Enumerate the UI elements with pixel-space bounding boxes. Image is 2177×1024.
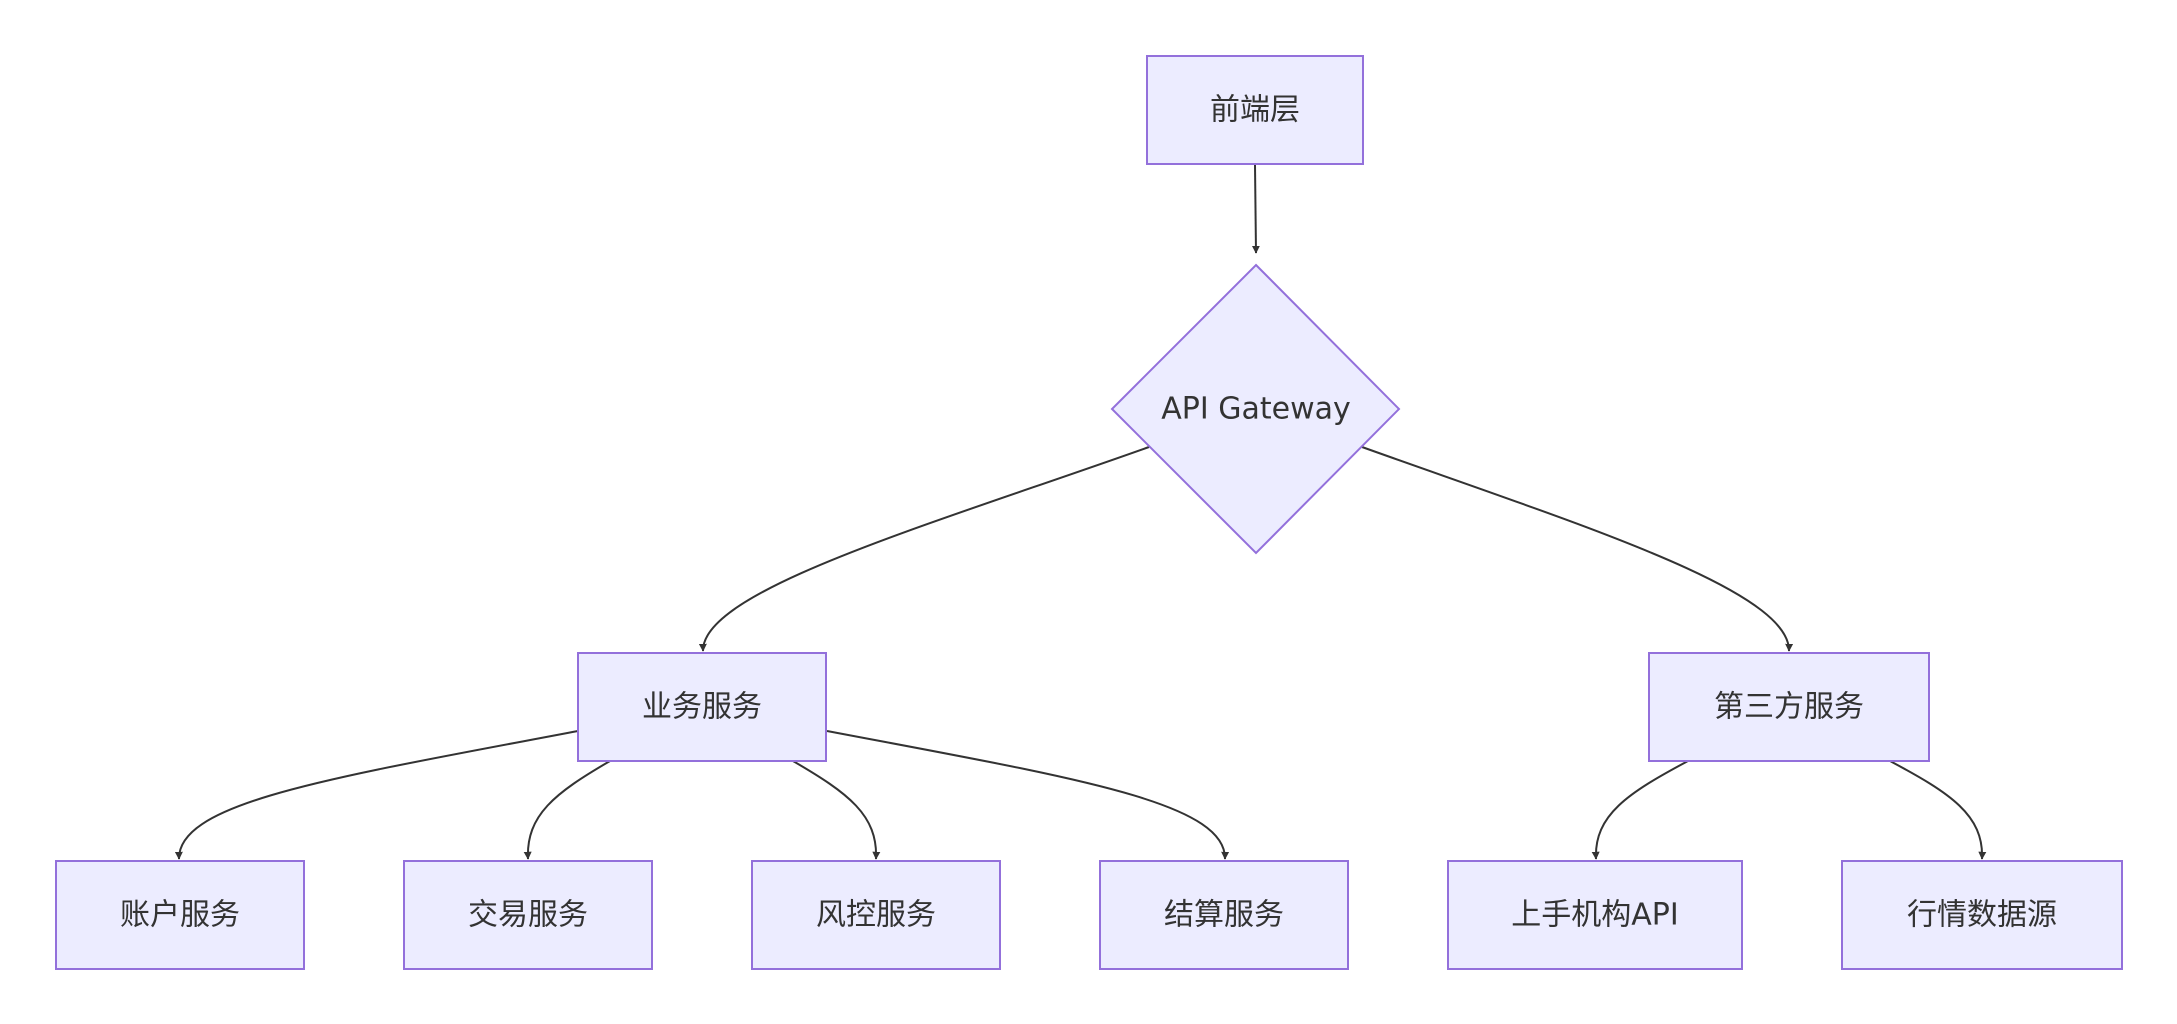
edge-third-party-to-market-data [1889, 760, 1987, 860]
edges [174, 164, 1987, 860]
node-business-services: 业务服务 [577, 652, 827, 762]
business-label: 业务服务 [642, 690, 762, 725]
frontend-box [1146, 55, 1364, 165]
edge-business-to-account [174, 730, 579, 860]
third-party-label: 第三方服务 [1714, 690, 1864, 725]
node-settlement-service: 结算服务 [1099, 860, 1349, 970]
edge-business-to-risk [792, 760, 881, 860]
edge-frontend-to-gateway [1251, 164, 1260, 254]
node-frontend: 前端层 [1146, 55, 1364, 165]
upstream-api-label: 上手机构API [1511, 898, 1678, 933]
settlement-label: 结算服务 [1164, 898, 1284, 933]
market-data-label: 行情数据源 [1907, 898, 2057, 933]
edge-third-party-to-upstream-api [1591, 760, 1689, 860]
upstream-api-box [1447, 860, 1743, 970]
risk-box [751, 860, 1001, 970]
trade-box [403, 860, 653, 970]
market-data-box [1841, 860, 2123, 970]
third-party-box [1648, 652, 1930, 762]
node-trade-service: 交易服务 [403, 860, 653, 970]
node-third-party-services: 第三方服务 [1648, 652, 1930, 762]
account-box [55, 860, 305, 970]
node-market-data-source: 行情数据源 [1841, 860, 2123, 970]
node-risk-service: 风控服务 [751, 860, 1001, 970]
gateway-label: API Gateway [1161, 392, 1351, 427]
node-account-service: 账户服务 [55, 860, 305, 970]
settlement-box [1099, 860, 1349, 970]
frontend-label: 前端层 [1210, 93, 1300, 128]
trade-label: 交易服务 [468, 898, 588, 933]
account-label: 账户服务 [120, 898, 240, 933]
node-api-gateway: API Gateway [1110, 263, 1401, 555]
edge-business-to-settlement [826, 730, 1230, 860]
gateway-diamond [1110, 263, 1401, 555]
node-upstream-api: 上手机构API [1447, 860, 1743, 970]
risk-label: 风控服务 [816, 898, 936, 933]
edge-gateway-to-business [698, 446, 1150, 652]
edge-gateway-to-third-party [1361, 446, 1794, 652]
business-box [577, 652, 827, 762]
edge-business-to-trade [523, 760, 611, 860]
